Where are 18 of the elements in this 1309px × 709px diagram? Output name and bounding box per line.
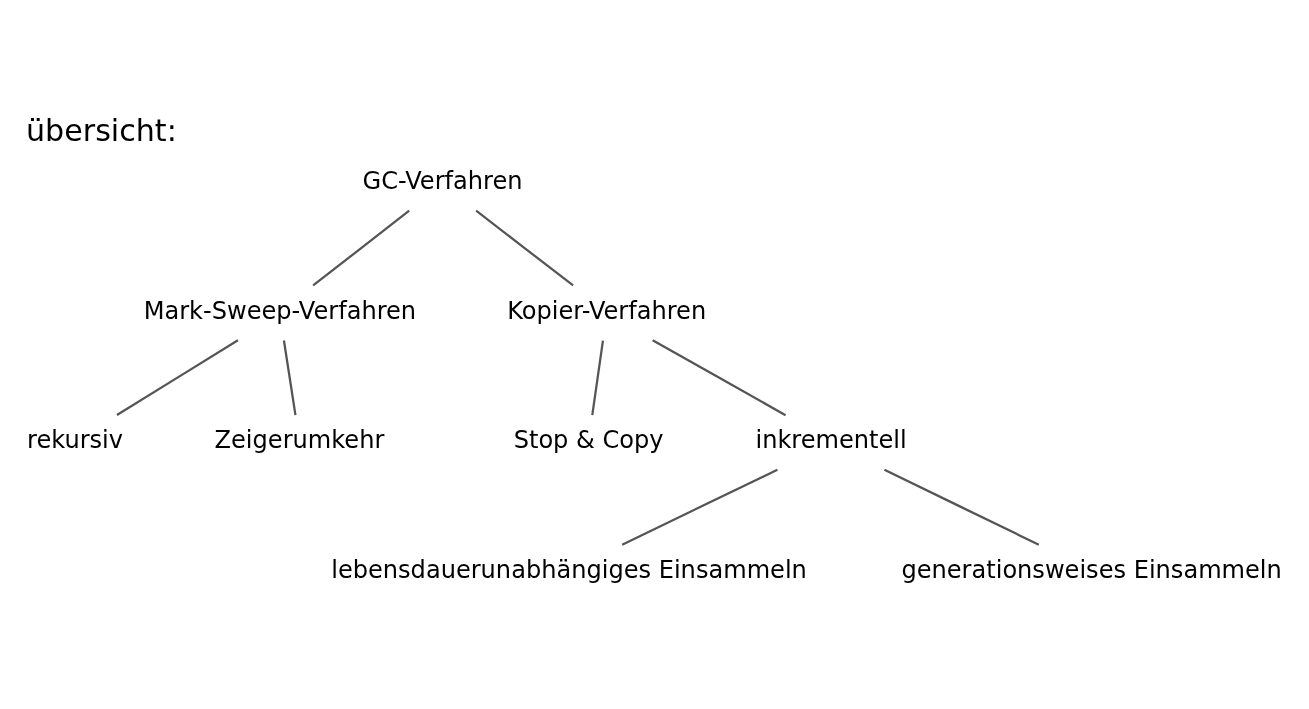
connector [621, 468, 778, 546]
node-text: rekursiv [27, 425, 124, 454]
connector [883, 468, 1040, 546]
connector [282, 339, 297, 415]
node-text: generationsweises Einsammeln [901, 555, 1282, 584]
connector [312, 209, 410, 286]
node-text: inkrementell [755, 425, 907, 454]
connector [652, 338, 787, 416]
connector [116, 338, 239, 416]
node-text: lebensdauerunabhängiges Einsammeln [331, 555, 807, 584]
node-text: GC-Verfahren [362, 166, 523, 195]
connector [475, 209, 574, 286]
diagram-title: übersicht: [26, 112, 177, 148]
node-text: Mark-Sweep-Verfahren [143, 296, 417, 325]
node-text: Zeigerumkehr [214, 425, 385, 454]
connector [591, 339, 605, 415]
node-text: Kopier-Verfahren [507, 296, 707, 325]
node-text: Stop & Copy [513, 425, 664, 454]
